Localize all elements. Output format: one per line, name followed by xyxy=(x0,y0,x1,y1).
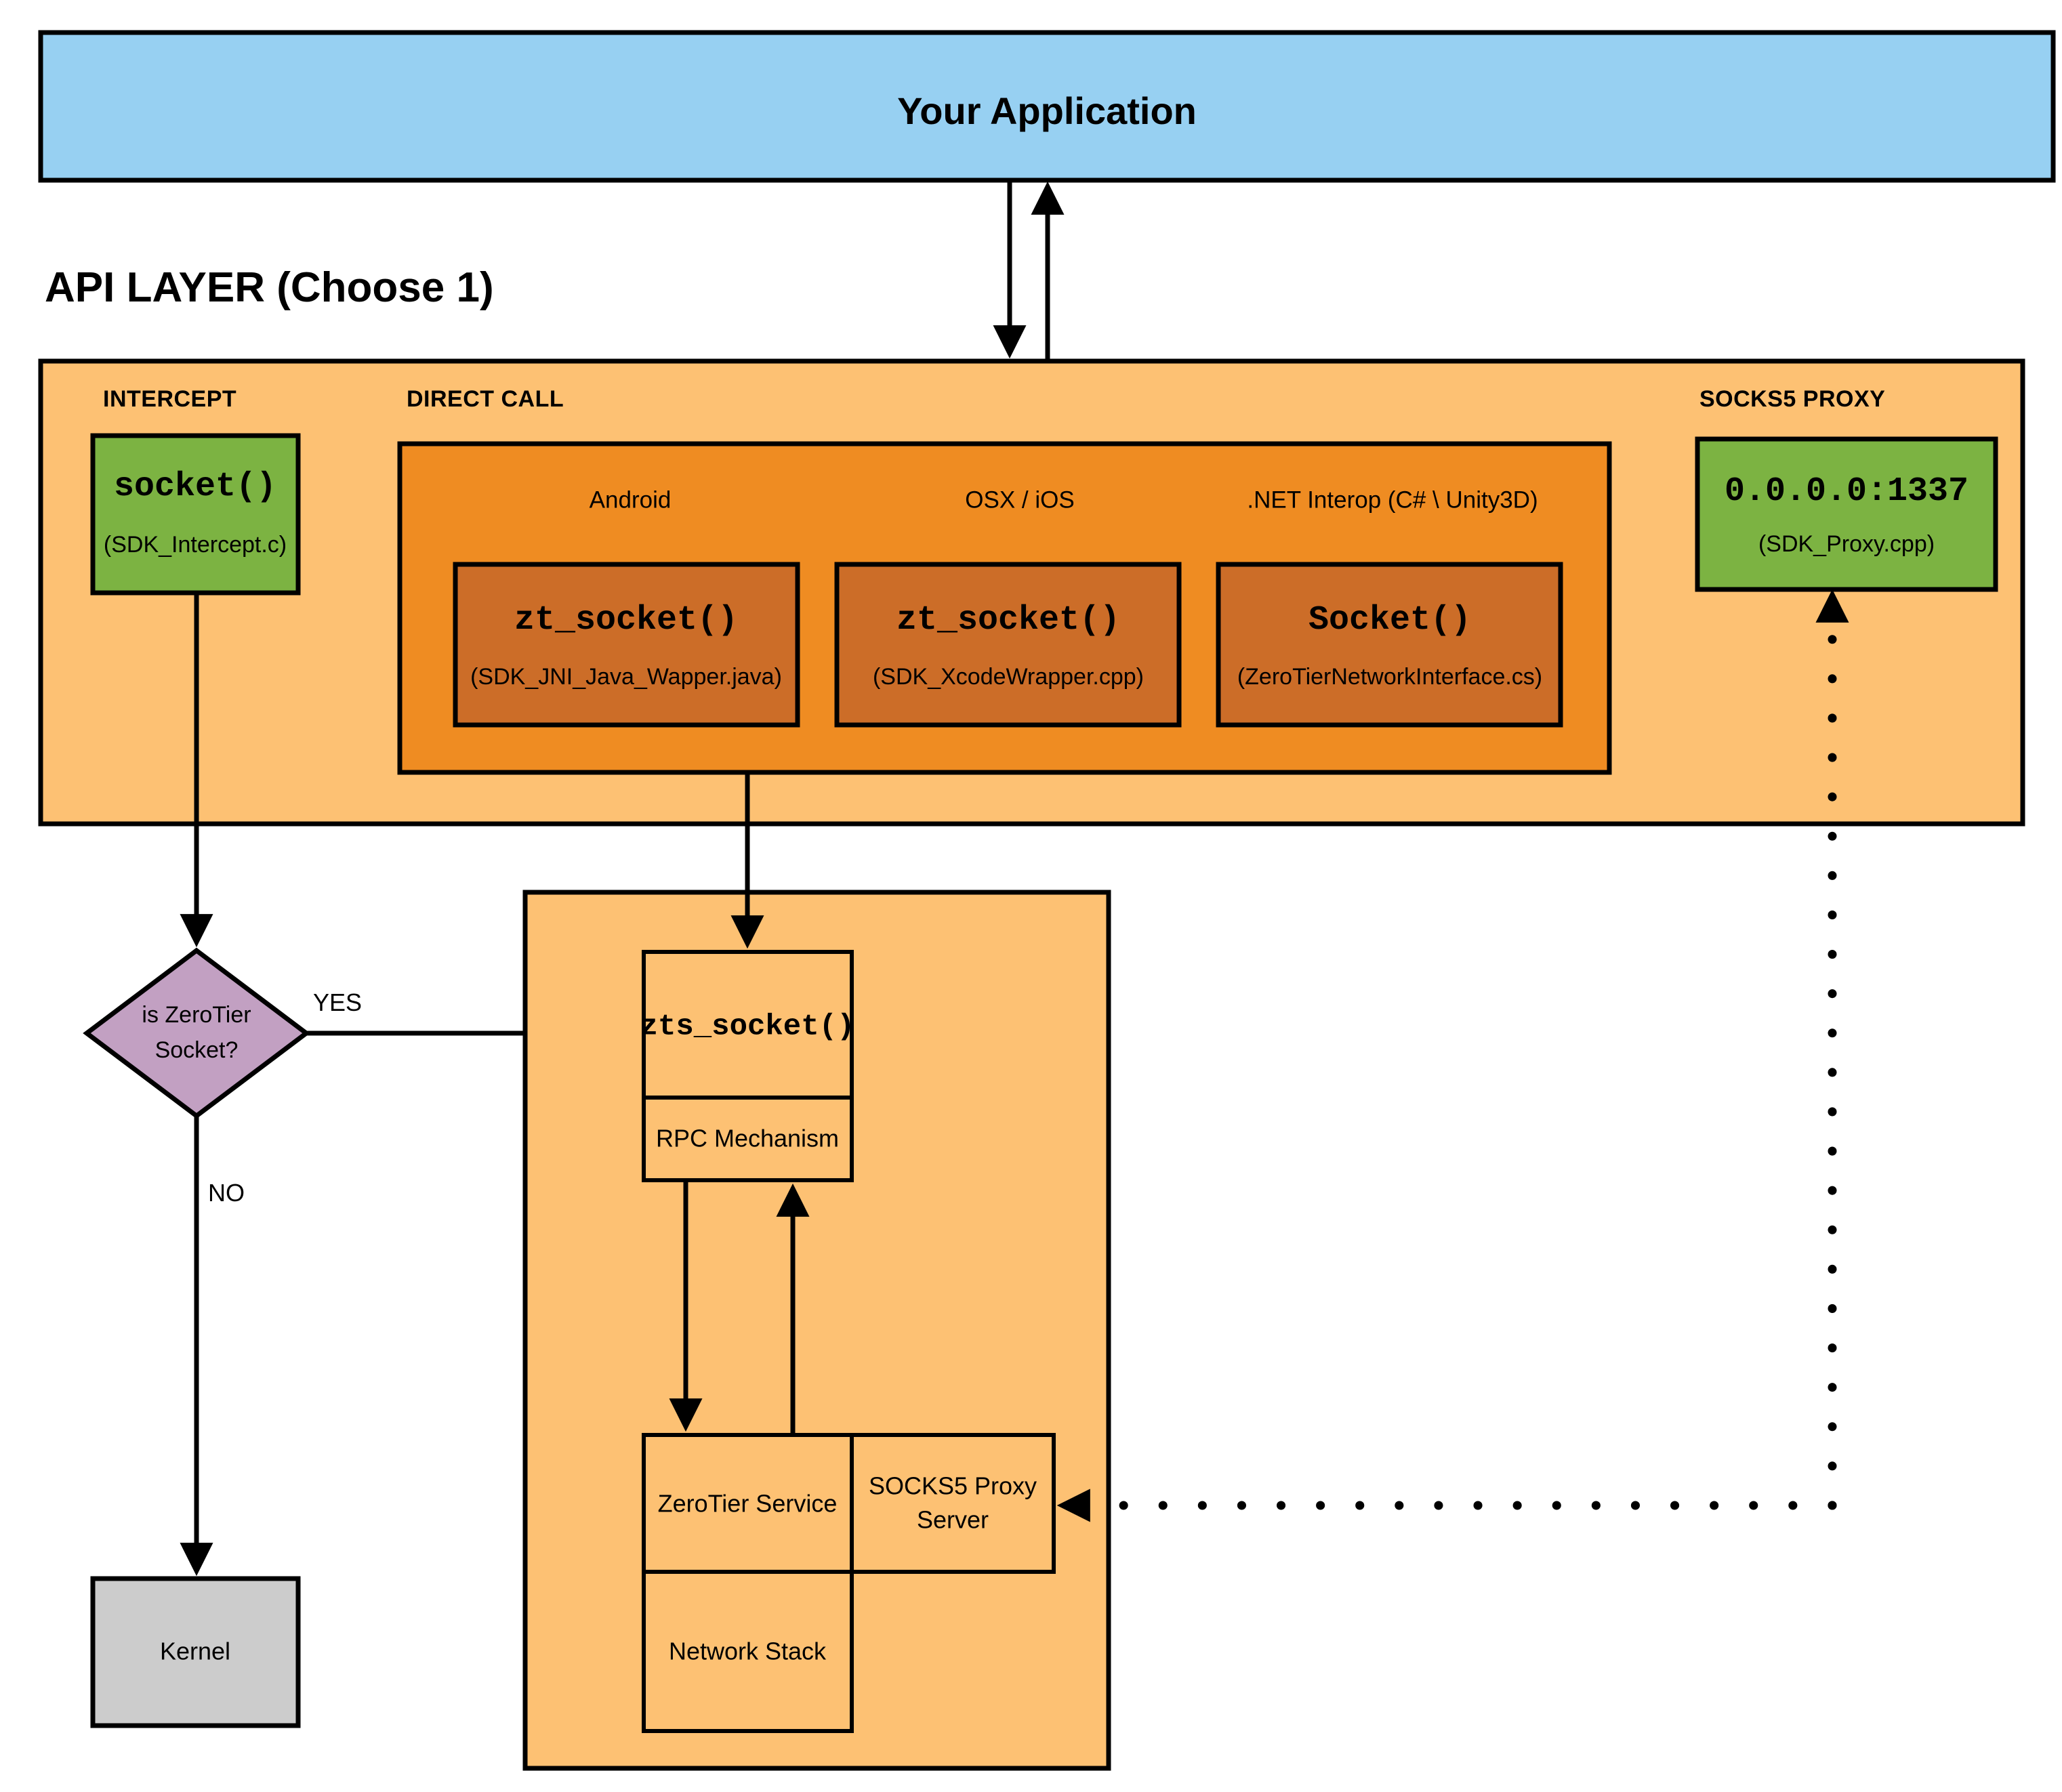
group-label-socks5-proxy: SOCKS5 PROXY xyxy=(1699,386,1885,412)
service-container: zts_socket() RPC Mechanism ZeroTier Serv… xyxy=(522,890,1111,1771)
zts-socket-label: zts_socket() xyxy=(640,1010,855,1044)
zts-socket-node[interactable]: zts_socket() xyxy=(640,950,855,1100)
intercept-socket-node[interactable]: socket() (SDK_Intercept.c) xyxy=(90,433,301,596)
your-application-box: Your Application xyxy=(38,30,2056,183)
socks5-dotted-path xyxy=(1056,589,1849,1522)
decision-question-line2: Socket? xyxy=(155,1037,239,1063)
socks5-file-label: (SDK_Proxy.cpp) xyxy=(1758,531,1935,557)
socks5-server-label-line2: Server xyxy=(917,1506,989,1534)
platform-label-osx-ios: OSX / iOS xyxy=(965,486,1074,513)
rpc-mechanism-label: RPC Mechanism xyxy=(656,1125,839,1152)
socks5-server-label-line1: SOCKS5 Proxy xyxy=(869,1472,1037,1500)
zerotier-service-label: ZeroTier Service xyxy=(658,1490,838,1518)
api-layer-heading: API LAYER (Choose 1) xyxy=(45,264,494,311)
edge-label-no: NO xyxy=(208,1179,245,1207)
kernel-label: Kernel xyxy=(160,1638,230,1665)
network-stack-label: Network Stack xyxy=(669,1638,827,1665)
intercept-file-label: (SDK_Intercept.c) xyxy=(104,532,287,558)
intercept-fn-label: socket() xyxy=(114,467,276,506)
dotnet-file-label: (ZeroTierNetworkInterface.cs) xyxy=(1237,664,1542,690)
rpc-mechanism-node[interactable]: RPC Mechanism xyxy=(642,1096,854,1182)
direct-call-node-android[interactable]: zt_socket() (SDK_JNI_Java_Wapper.java) xyxy=(453,562,800,728)
socks5-proxy-node[interactable]: 0.0.0.0:1337 (SDK_Proxy.cpp) xyxy=(1695,436,1998,592)
network-stack-node[interactable]: Network Stack xyxy=(642,1570,854,1733)
android-fn-label: zt_socket() xyxy=(514,601,738,640)
android-file-label: (SDK_JNI_Java_Wapper.java) xyxy=(470,664,782,690)
direct-call-group: Android OSX / iOS .NET Interop (C# \ Uni… xyxy=(397,441,1612,775)
decision-is-zerotier-socket[interactable]: is ZeroTier Socket? xyxy=(83,947,310,1119)
edge-label-yes: YES xyxy=(313,988,362,1016)
direct-call-node-osx-ios[interactable]: zt_socket() (SDK_XcodeWrapper.cpp) xyxy=(834,562,1182,728)
direct-call-node-dotnet[interactable]: Socket() (ZeroTierNetworkInterface.cs) xyxy=(1216,562,1563,728)
group-label-direct-call: DIRECT CALL xyxy=(407,386,564,412)
socks5-proxy-server-node[interactable]: SOCKS5 Proxy Server xyxy=(850,1433,1056,1574)
your-application-label: Your Application xyxy=(897,89,1197,132)
decision-question-line1: is ZeroTier xyxy=(142,1002,251,1028)
kernel-node[interactable]: Kernel xyxy=(90,1576,301,1728)
dotnet-fn-label: Socket() xyxy=(1308,601,1471,640)
api-layer-panel: INTERCEPT DIRECT CALL SOCKS5 PROXY socke… xyxy=(38,358,2025,827)
osx-ios-fn-label: zt_socket() xyxy=(896,601,1120,640)
osx-ios-file-label: (SDK_XcodeWrapper.cpp) xyxy=(873,664,1144,690)
app-to-api-connectors xyxy=(993,180,1065,359)
platform-label-android: Android xyxy=(590,486,672,513)
platform-label-dotnet: .NET Interop (C# \ Unity3D) xyxy=(1247,486,1538,513)
socks5-address-label: 0.0.0.0:1337 xyxy=(1725,472,1968,511)
group-label-intercept: INTERCEPT xyxy=(103,386,236,412)
